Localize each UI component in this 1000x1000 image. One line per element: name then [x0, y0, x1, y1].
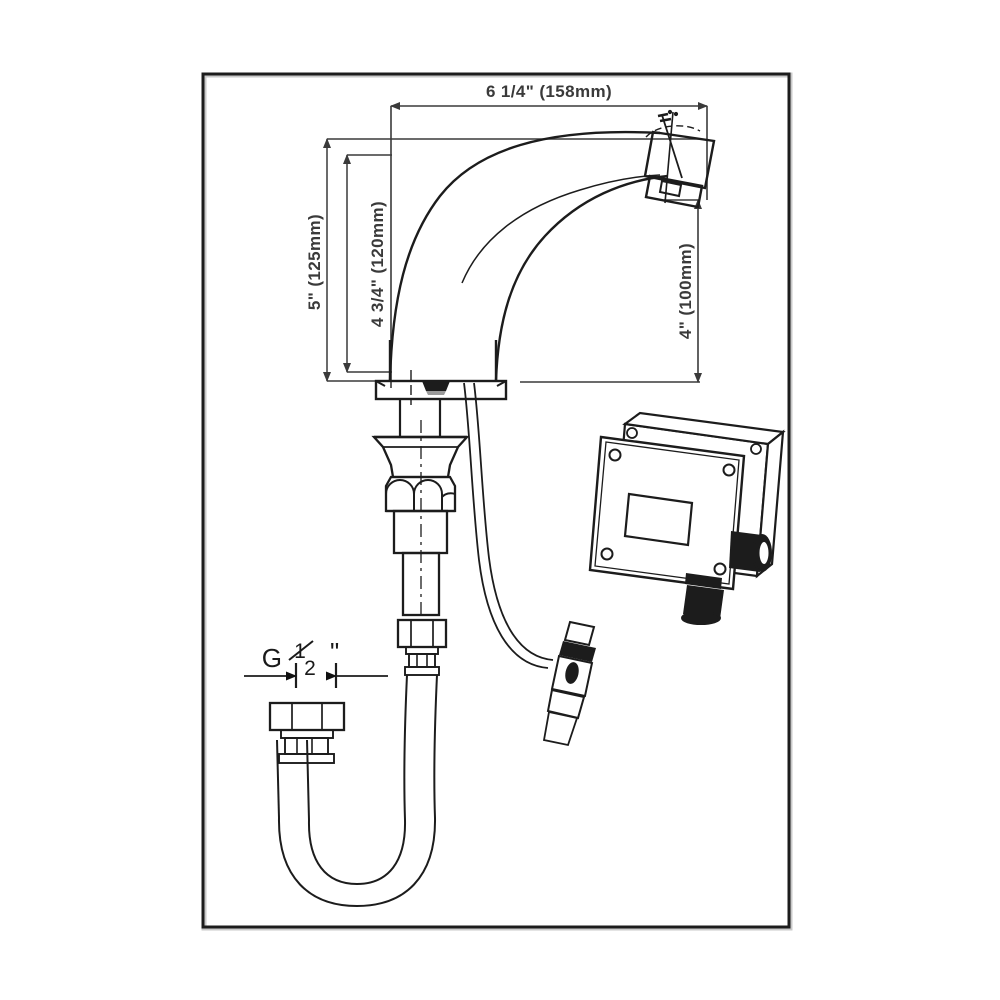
dim-label-thread-fraction: 1 2 [288, 640, 316, 680]
dim-label-overall-reach: 6 1/4" (158mm) [486, 82, 612, 101]
dim-thread-size: G 1 2 " [244, 637, 388, 688]
control-box [588, 411, 786, 591]
supply-inlet-nut [268, 701, 346, 764]
cable-plug [542, 620, 596, 747]
thread-fraction-denominator: 2 [304, 657, 316, 680]
dim-label-outlet-height: 4" (100mm) [676, 243, 695, 339]
dim-overall-reach: 6 1/4" (158mm) [390, 82, 708, 388]
dim-label-thread-suffix: " [330, 637, 339, 667]
cable-gland-side [729, 531, 772, 572]
hose-coupling-upper [396, 618, 448, 676]
mounting-shank [398, 399, 442, 437]
dim-outlet-height: 4" (100mm) [520, 199, 702, 383]
sensor-cable [463, 382, 554, 669]
dim-spout-height: 4 3/4" (120mm) [343, 154, 392, 373]
cable-gland-bottom [681, 573, 724, 625]
control-box-panel [623, 492, 694, 547]
supply-hose [276, 674, 438, 908]
dim-label-thread-prefix: G [262, 643, 282, 673]
dim-label-overall-height: 5" (125mm) [305, 214, 324, 310]
drawing-border [201, 72, 793, 931]
dim-label-spout-height: 4 3/4" (120mm) [368, 201, 387, 327]
spout-body [388, 130, 669, 382]
aerator-outlet [643, 109, 716, 209]
control-box-screws [600, 427, 762, 576]
angle-annotation-mark [657, 109, 679, 123]
dim-overall-height: 5" (125mm) [305, 138, 700, 382]
sensor-window [422, 381, 450, 395]
